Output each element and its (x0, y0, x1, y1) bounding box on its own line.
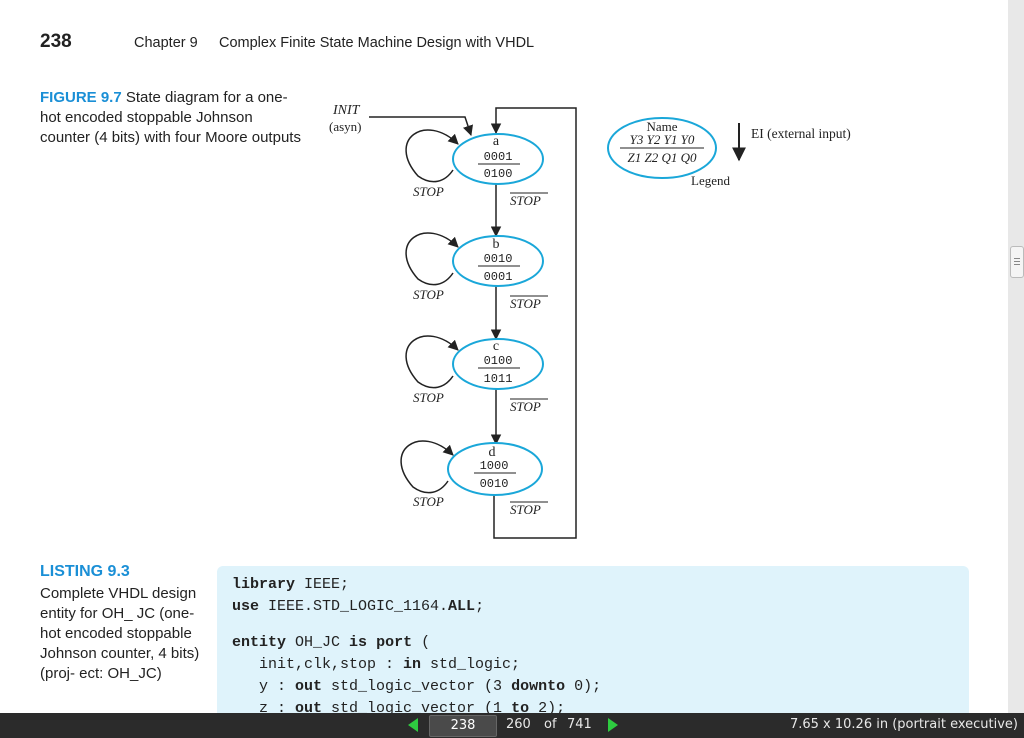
stopbar-label-c: STOP (510, 398, 548, 414)
listing-caption: Complete VHDL design entity for OH_ JC (… (40, 585, 200, 682)
code-keyword: to (511, 700, 530, 713)
svg-text:0100: 0100 (484, 167, 513, 181)
asyn-label: (asyn) (329, 119, 362, 134)
next-page-icon[interactable] (608, 718, 618, 732)
stop-label-b: STOP (413, 287, 444, 302)
svg-text:d: d (489, 445, 496, 460)
code-line: init,clk,stop : in std_logic; (232, 656, 520, 673)
code-keyword: port (376, 634, 413, 651)
code-text: std_logic_vector (1 (322, 700, 512, 713)
chapter-title: Complex Finite State Machine Design with… (219, 35, 535, 51)
page-label: 260 (506, 717, 531, 732)
svg-text:Y3 Y2 Y1 Y0: Y3 Y2 Y1 Y0 (630, 132, 695, 147)
code-keyword: ALL (448, 598, 476, 615)
code-text: 0); (565, 678, 602, 695)
state-b: b 0010 0001 (452, 235, 544, 287)
code-text: z : (232, 700, 296, 713)
code-text: OH_JC (286, 634, 350, 651)
code-keyword: use (232, 598, 260, 615)
code-text: IEEE.STD_LOGIC_1164. (259, 598, 449, 615)
svg-text:1011: 1011 (484, 372, 513, 386)
self-loop-a (405, 129, 459, 183)
code-text: y : (232, 678, 296, 695)
code-text: ( (412, 634, 431, 651)
stop-label-c: STOP (413, 390, 444, 405)
document-page: 238 Chapter 9 Complex Finite State Machi… (0, 0, 1008, 713)
svg-text:Z1 Z2 Q1 Q0: Z1 Z2 Q1 Q0 (628, 150, 697, 165)
viewer-toolbar: 238 260 of 741 7.65 x 10.26 in (portrait… (0, 713, 1024, 738)
return-line (490, 107, 577, 539)
init-label: INIT (332, 103, 361, 118)
previous-page-icon[interactable] (408, 718, 418, 732)
code-keyword: entity (232, 634, 287, 651)
chapter-label: Chapter 9 (134, 35, 198, 51)
svg-text:1000: 1000 (480, 459, 509, 473)
code-text: std_logic; (421, 656, 521, 673)
svg-text:b: b (493, 237, 500, 252)
stopbar-label-a: STOP (510, 192, 548, 208)
code-keyword: downto (511, 678, 566, 695)
state-c: c 0100 1011 (452, 338, 544, 390)
legend: Name Y3 Y2 Y1 Y0 Z1 Z2 Q1 Q0 Legend (607, 117, 730, 188)
init-arrow (369, 116, 473, 136)
stop-label-a: STOP (413, 184, 444, 199)
ei-label: EI (external input) (751, 126, 851, 141)
self-loop-c (405, 335, 459, 389)
stop-label-d: STOP (413, 494, 444, 509)
svg-text:Name: Name (646, 119, 677, 134)
vertical-scrollbar[interactable] (1008, 0, 1024, 713)
code-line: use IEEE.STD_LOGIC_1164.ALL; (232, 598, 484, 615)
self-loop-b (405, 232, 459, 286)
self-loop-d (400, 440, 454, 494)
svg-text:STOP: STOP (510, 193, 541, 208)
code-keyword: library (232, 576, 296, 593)
code-line: y : out std_logic_vector (3 downto 0); (232, 678, 601, 695)
state-d: d 1000 0010 (447, 442, 543, 496)
code-line: entity OH_JC is port ( (232, 634, 430, 651)
stopbar-label-d: STOP (510, 501, 548, 517)
code-text: 2); (529, 700, 566, 713)
code-keyword: is (349, 634, 368, 651)
svg-text:0001: 0001 (484, 150, 513, 164)
svg-text:0001: 0001 (484, 270, 513, 284)
svg-text:a: a (493, 134, 500, 149)
svg-text:STOP: STOP (510, 502, 541, 517)
scrollbar-thumb[interactable] (1010, 246, 1024, 278)
listing-number: LISTING 9.3 (40, 563, 130, 580)
figure-caption-text: State diagram for a one-hot encoded stop… (40, 89, 301, 146)
svg-text:0010: 0010 (480, 477, 509, 491)
svg-text:c: c (493, 339, 499, 354)
code-keyword: in (403, 656, 422, 673)
page-number-input[interactable]: 238 (429, 715, 497, 737)
total-pages: 741 (567, 717, 592, 732)
code-keyword: out (295, 700, 323, 713)
figure-caption: FIGURE 9.7 State diagram for a one-hot e… (40, 88, 302, 148)
svg-text:STOP: STOP (510, 296, 541, 311)
code-text: IEEE; (295, 576, 350, 593)
code-text: ; (475, 598, 485, 615)
page-size-label: 7.65 x 10.26 in (portrait executive) (789, 717, 1018, 732)
page-number: 238 (40, 31, 72, 52)
svg-text:0010: 0010 (484, 252, 513, 266)
legend-caption: Legend (691, 173, 730, 188)
code-block (217, 566, 969, 713)
code-text: init,clk,stop : (232, 656, 404, 673)
stopbar-label-b: STOP (510, 295, 548, 311)
svg-text:STOP: STOP (510, 399, 541, 414)
code-keyword: out (295, 678, 323, 695)
svg-text:0100: 0100 (484, 354, 513, 368)
code-text: std_logic_vector (3 (322, 678, 512, 695)
code-line: z : out std_logic_vector (1 to 2); (232, 700, 565, 713)
state-diagram: INIT (asyn) STOP STOP STOP STOP (329, 103, 851, 539)
of-label: of (544, 717, 557, 732)
figure-number: FIGURE 9.7 (40, 89, 122, 106)
code-text (367, 634, 376, 651)
code-line: library IEEE; (232, 576, 349, 593)
state-a: a 0001 0100 (452, 133, 544, 185)
